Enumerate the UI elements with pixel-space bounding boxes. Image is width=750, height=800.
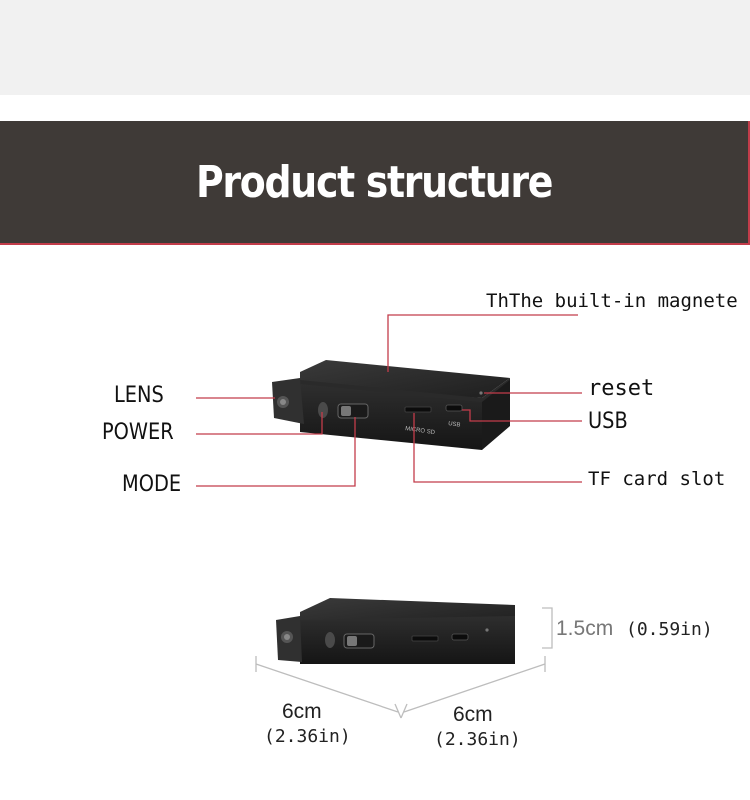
callout-line-power bbox=[196, 412, 323, 435]
usb-port-icon bbox=[445, 404, 463, 412]
callout-line-tf bbox=[413, 413, 582, 483]
header-banner: Product structure bbox=[0, 121, 750, 245]
callout-magnet: ThThe built-in magnete bbox=[486, 290, 738, 312]
device2-usb-port-icon bbox=[451, 633, 469, 641]
device-marking-usb: USB bbox=[448, 421, 461, 429]
power-button-icon bbox=[318, 402, 328, 418]
callout-lens: LENS bbox=[114, 383, 164, 408]
reset-hole-icon bbox=[479, 391, 483, 395]
device2-tf-slot-icon bbox=[411, 635, 439, 642]
top-background-strip bbox=[0, 0, 750, 95]
width-metric: 6cm bbox=[282, 700, 322, 723]
width-dimension-line bbox=[255, 663, 399, 713]
callout-usb: USB bbox=[588, 409, 628, 434]
dimension-lines bbox=[255, 607, 553, 719]
page-title: Product structure bbox=[195, 156, 553, 208]
callout-mode: MODE bbox=[122, 472, 182, 497]
depth-imperial: (2.36in) bbox=[434, 729, 521, 750]
callout-power: POWER bbox=[102, 420, 174, 445]
device2-power-icon bbox=[325, 632, 335, 648]
device-top-view: MICRO SD USB bbox=[272, 360, 510, 450]
depth-metric: 6cm bbox=[453, 703, 493, 726]
callout-lines bbox=[196, 314, 582, 487]
callout-line-magnet bbox=[387, 314, 578, 372]
device-marking-micro-sd: MICRO SD bbox=[405, 426, 436, 436]
callout-reset: reset bbox=[588, 376, 655, 401]
height-imperial: (0.59in) bbox=[626, 619, 713, 640]
callout-line-mode bbox=[196, 417, 356, 487]
device-side-face bbox=[482, 380, 510, 450]
callout-line-usb bbox=[462, 409, 582, 422]
device2-front-face bbox=[300, 616, 515, 664]
height-metric: 1.5cm bbox=[556, 617, 614, 640]
height-dimension-line bbox=[542, 607, 553, 649]
callout-tf-slot: TF card slot bbox=[588, 468, 726, 490]
device-dimension-view bbox=[276, 598, 515, 664]
depth-dimension-line bbox=[403, 663, 546, 713]
tf-slot-icon bbox=[404, 406, 432, 413]
width-imperial: (2.36in) bbox=[264, 726, 351, 747]
device-front-face bbox=[300, 384, 482, 450]
